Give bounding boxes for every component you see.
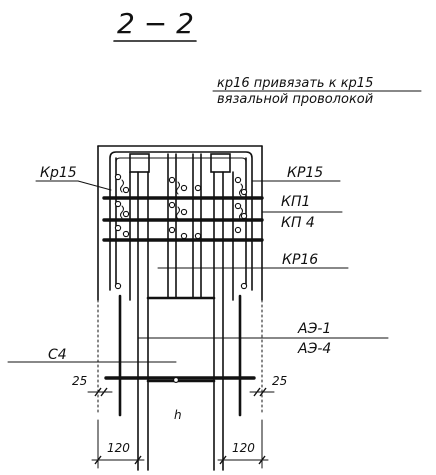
tie-14	[194, 184, 202, 192]
vertical-bars	[118, 153, 242, 471]
note-group: кр16 привязать к кр15 вязальной проволок…	[212, 76, 422, 107]
wiggle-6	[239, 207, 243, 221]
tie-15	[194, 232, 202, 240]
wiggle-3	[176, 181, 180, 195]
horizontal-bars	[102, 196, 264, 383]
wiggle-2	[120, 205, 124, 219]
dim-center-mark: h	[174, 408, 182, 422]
tie-3	[114, 200, 122, 208]
leader-kr15-left	[77, 180, 112, 191]
label-kr15-left: Кр15	[40, 165, 77, 181]
label-c4: С4	[48, 347, 67, 363]
dim-left-width-tick-2	[134, 455, 142, 465]
label-kp1: КП1	[281, 194, 310, 210]
tie-8	[168, 176, 176, 184]
leaders: Кр15 КР15 КП1 КП 4 КР16 АЭ-1 АЭ-4 С4	[7, 165, 389, 363]
tie-5	[114, 224, 122, 232]
tie-17	[240, 188, 248, 196]
note-line-2: вязальной проволокой	[217, 92, 373, 107]
label-kr16: КР16	[282, 252, 318, 268]
ties	[114, 173, 248, 383]
tie-wiggles	[120, 179, 243, 221]
tie-19	[240, 212, 248, 220]
tie-2	[122, 186, 130, 194]
note-line-1: кр16 привязать к кр15	[217, 76, 373, 91]
tie-9	[180, 184, 188, 192]
dim-left-width: 120	[107, 441, 130, 455]
dim-right-offset-tick-2	[259, 387, 267, 397]
dim-right-offset-tick-1	[253, 387, 261, 397]
label-ae1: АЭ-1	[297, 321, 331, 337]
anchor-blocks	[129, 153, 231, 173]
section-title-group: 2 − 2	[113, 7, 197, 42]
dim-right-width-tick-1	[219, 455, 227, 465]
dim-left-offset: 25	[72, 374, 87, 388]
tie-13	[180, 232, 188, 240]
anchor-block-left	[129, 153, 150, 173]
anchor-block-right	[210, 153, 231, 173]
column-outline	[97, 145, 263, 416]
dimensions: 25 25 h 120 120	[72, 374, 287, 469]
tie-21	[240, 282, 248, 290]
tie-1	[114, 173, 122, 181]
dim-left-offset-tick-1	[94, 387, 102, 397]
wiggle-1	[120, 179, 124, 193]
tie-11	[180, 208, 188, 216]
tie-10	[168, 201, 176, 209]
label-ae4: АЭ-4	[297, 341, 331, 357]
tie-7	[114, 282, 122, 290]
dim-right-offset: 25	[272, 374, 287, 388]
dim-left-width-tick-1	[94, 455, 102, 465]
tie-22	[173, 377, 179, 383]
kr15-cage-frame	[109, 151, 253, 291]
wiggle-5	[239, 183, 243, 197]
label-kp4: КП 4	[281, 215, 315, 231]
kr15-cage-inner-top	[115, 157, 247, 163]
tie-16	[234, 176, 242, 184]
tie-6	[122, 230, 130, 238]
tie-12	[168, 226, 176, 234]
dim-left-offset-tick-2	[100, 387, 108, 397]
dim-right-width-tick-2	[258, 455, 266, 465]
dim-right-width: 120	[232, 441, 255, 455]
tie-18	[234, 202, 242, 210]
label-kr15-right: КР15	[287, 165, 323, 181]
section-title: 2 − 2	[117, 7, 194, 40]
wiggle-4	[176, 206, 180, 220]
tie-20	[234, 226, 242, 234]
tie-4	[122, 210, 130, 218]
